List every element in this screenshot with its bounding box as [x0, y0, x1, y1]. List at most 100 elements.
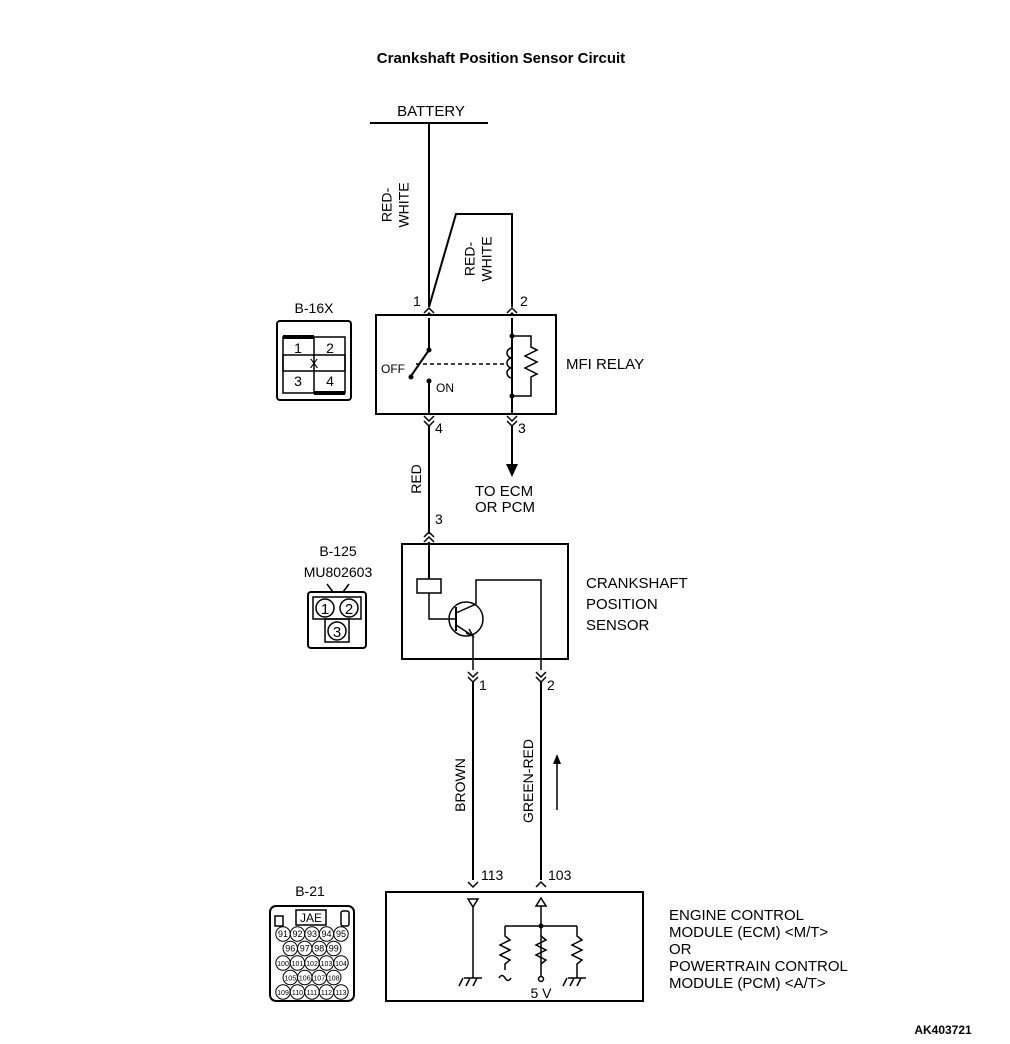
- sensor-box: [401, 543, 569, 660]
- sensor-pin-3: 3: [435, 511, 443, 527]
- ecm-connector-pin-label: 95: [336, 929, 346, 939]
- ecm-connector-pin: [326, 969, 342, 986]
- ecm-connector-pin-label: 97: [300, 944, 310, 954]
- svg-text:RED-WHITE: RED-WHITE: [462, 236, 495, 281]
- sensor-pin-2-connector: [535, 671, 547, 684]
- ecm-box: [385, 891, 644, 1002]
- figure-id: AK403721: [914, 1023, 972, 1037]
- ecm-connector-pin-label: 103: [321, 961, 333, 968]
- transistor-collector-line: [455, 579, 542, 670]
- ecm-connector-brand-box: [295, 909, 327, 926]
- ecm-103-connector: [535, 880, 547, 888]
- ecm-connector-pin-label: 107: [313, 976, 325, 983]
- sensor-pin-2: 2: [547, 677, 555, 693]
- relay-pin-4-connector: [423, 415, 435, 428]
- wire-label-brown: BROWN: [452, 758, 468, 812]
- ecm-connector-pin: [326, 940, 342, 957]
- ecm-connector-pin-label: 99: [329, 944, 339, 954]
- arrow-up-icon: [553, 754, 561, 764]
- sensor-base-line: [428, 593, 452, 620]
- ecm-connector-pin: [333, 984, 349, 1000]
- sensor-connector-cell-3: 3: [333, 624, 341, 641]
- relay-pin-4: 4: [435, 420, 443, 436]
- relay-connector-id: B-16X: [295, 300, 335, 316]
- ecm-connector-pin-label: 112: [321, 990, 332, 997]
- wire-label-green-red: GREEN-RED: [520, 739, 536, 823]
- svg-text:RED-WHITE: RED-WHITE: [379, 182, 412, 227]
- relay-on-label: ON: [436, 381, 454, 395]
- sensor-pin-3-connector: [423, 530, 435, 543]
- mfi-relay-label: MFI RELAY: [566, 356, 644, 373]
- ground-icon-1: [458, 977, 482, 987]
- ecm-connector-pin-label: 102: [306, 961, 318, 968]
- sensor-connector-bottom-row: [324, 618, 350, 643]
- battery-label: BATTERY: [397, 103, 465, 120]
- svg-text:GREEN-RED: GREEN-RED: [520, 739, 536, 823]
- ecm-connector-pin-label: 100: [277, 961, 289, 968]
- ecm-terminal-103: 103: [548, 867, 572, 883]
- svg-text:RED: RED: [408, 464, 424, 494]
- ecm-connector-id: B-21: [295, 883, 325, 899]
- sensor-connector-pin-3: [327, 621, 347, 641]
- sensor-connector-pin-1: [315, 598, 335, 618]
- relay-connector-cell-1: 1: [294, 340, 302, 356]
- ecm-connector-pin-label: 91: [278, 929, 288, 939]
- ecm-connector-pin-label: 110: [292, 990, 303, 997]
- ecm-connector-pin-label: 92: [292, 929, 302, 939]
- ecm-connector-pin-label: 101: [292, 961, 304, 968]
- relay-contact-off: [408, 374, 414, 380]
- ecm-connector-pin-label: 109: [277, 990, 289, 997]
- relay-connector-cell-3: 3: [294, 373, 302, 389]
- ecm-connector-pin-label: 105: [284, 976, 296, 983]
- relay-coil-icon: [506, 347, 513, 379]
- sensor-pin-1: 1: [479, 677, 487, 693]
- resistor-icon-1: [498, 926, 512, 970]
- diagram-title: Crankshaft Position Sensor Circuit: [377, 50, 625, 67]
- relay-off-label: OFF: [381, 362, 405, 376]
- ecm-connector-key-left: [274, 915, 284, 927]
- ecm-connector-pin-label: 104: [335, 961, 347, 968]
- ecm-connector-pin-label: 96: [285, 944, 295, 954]
- ecm-connector-pin: [333, 926, 349, 942]
- resistor-icon-2: [534, 935, 548, 965]
- sensor-part-number: MU802603: [304, 564, 373, 580]
- relay-connector-cell-2: 2: [326, 340, 334, 356]
- arrow-down-icon: [506, 464, 518, 477]
- svg-text:BROWN: BROWN: [452, 758, 468, 812]
- ecm-connector-pin-label: 93: [307, 929, 317, 939]
- relay-pin-3-connector: [506, 415, 518, 428]
- relay-resistor-icon: [512, 335, 539, 397]
- ecm-connector-pin-label: 111: [307, 990, 318, 997]
- relay-pin-3: 3: [518, 420, 526, 436]
- ecm-connector-pin-label: 94: [321, 929, 331, 939]
- sensor-connector-pin-2: [339, 598, 359, 618]
- ecm-connector-pin-label: 113: [335, 990, 346, 997]
- ecm-connector-pin-label: 98: [314, 944, 324, 954]
- ecm-terminal-113: 113: [481, 867, 504, 883]
- sensor-connector-cell-1: 1: [321, 601, 329, 618]
- sensor-connector-icon: [307, 591, 367, 649]
- sensor-connector-latch: [326, 583, 350, 593]
- ecm-connector-pin-label: 108: [328, 976, 340, 983]
- wire-label-red-white-2: RED-WHITE: [462, 236, 495, 281]
- ac-icon: [498, 974, 512, 982]
- ground-icon-2: [562, 977, 586, 987]
- ecm-5v-node: [537, 975, 545, 983]
- relay-switch-arm: [410, 349, 430, 377]
- relay-connector-x: X: [310, 356, 319, 371]
- ecm-connector-key-right: [340, 910, 350, 927]
- wire-label-red-white-1: RED-WHITE: [379, 182, 412, 227]
- ecm-bus-node: [538, 923, 544, 929]
- ecm-connector-brand: JAE: [300, 911, 322, 925]
- ecm-voltage-label: 5 V: [530, 985, 552, 1001]
- relay-pin-1: 1: [413, 293, 421, 309]
- ecm-connector-pin-label: 106: [299, 976, 311, 983]
- ecm-113-connector: [467, 881, 479, 889]
- sensor-connector-id: B-125: [319, 543, 357, 559]
- wire-branch-to-relay-2: [428, 213, 513, 308]
- ecm-113-input-icon: [466, 898, 480, 909]
